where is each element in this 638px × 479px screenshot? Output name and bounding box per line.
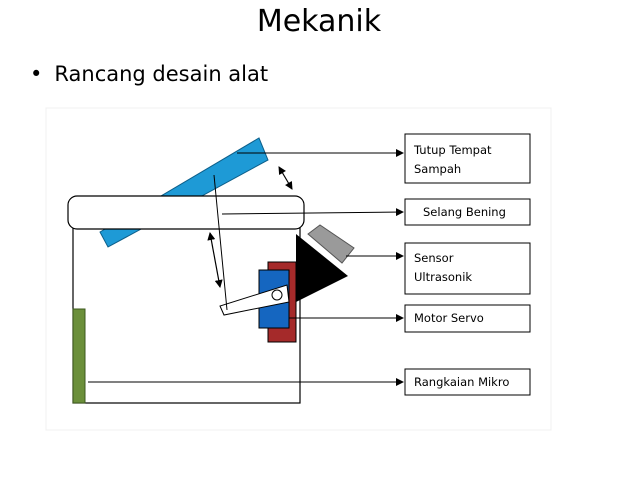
- micro-circuit-board: [72, 308, 86, 404]
- label-lid: Tutup Tempat Sampah: [404, 133, 531, 184]
- hose-leader-arrow: [221, 208, 404, 217]
- bullet-marker: •: [30, 62, 43, 86]
- bullet-text: Rancang desain alat: [54, 62, 269, 86]
- label-sensor-line2: Ultrasonik: [414, 270, 472, 284]
- label-lid-line1: Tutup Tempat: [413, 143, 492, 157]
- label-hose-text: Selang Bening: [423, 205, 506, 219]
- bullet-item: • Rancang desain alat: [30, 62, 268, 86]
- slide-title: Mekanik: [256, 4, 382, 39]
- label-circuit: Rangkaian Mikro: [404, 368, 531, 396]
- ultrasonic-sensor-head: [307, 224, 355, 264]
- label-servo: Motor Servo: [404, 304, 531, 333]
- label-sensor: Sensor Ultrasonik: [404, 242, 531, 295]
- servo-pivot: [271, 289, 283, 301]
- ultrasonic-sensor: [296, 234, 348, 302]
- clear-hose: [67, 195, 305, 230]
- label-circuit-text: Rangkaian Mikro: [414, 375, 509, 389]
- label-servo-text: Motor Servo: [414, 311, 484, 325]
- label-hose: Selang Bening: [404, 198, 531, 226]
- rod-movement-arrow: [207, 232, 223, 288]
- label-sensor-line1: Sensor: [414, 251, 454, 265]
- servo-arm: [219, 284, 290, 316]
- lid-movement-arrow: [278, 166, 293, 190]
- label-lid-line2: Sampah: [414, 162, 461, 176]
